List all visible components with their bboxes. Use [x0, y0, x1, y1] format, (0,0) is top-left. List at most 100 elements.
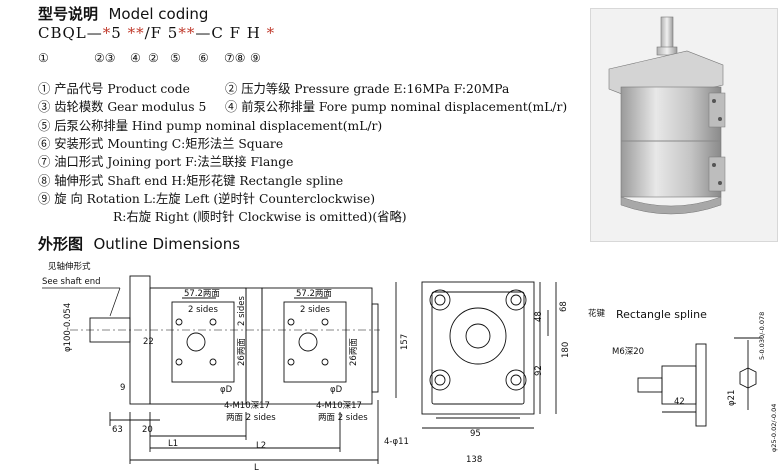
dim-shaft-diameter: φ100-0.054 [63, 303, 73, 352]
desc-text: 齿轮模数 Gear modulus 5 [54, 100, 207, 114]
mount-hole-3 [429, 369, 451, 391]
code-index: ②③ [94, 51, 116, 65]
desc-num: ⑥ [38, 137, 51, 151]
code-segment: * [102, 24, 112, 42]
code-index: ④ [130, 51, 141, 65]
dim-48: 48 [534, 311, 544, 322]
mount-hole-4 [505, 369, 527, 391]
front-port-hole [186, 332, 206, 352]
model-coding-title-en: Model coding [108, 5, 209, 23]
desc-num: ⑨ [38, 192, 51, 206]
code-index: ① [38, 51, 49, 65]
desc-row-1: ① 产品代号 Product code [38, 79, 190, 97]
dim-63: 63 [112, 425, 123, 435]
middle-plate [245, 287, 263, 405]
desc-text: 安装形式 Mounting C:矩形法兰 Square [54, 137, 284, 151]
desc-row-8: R:右旋 Right (顺时针 Clockwise is omitted)(省略… [113, 210, 407, 224]
desc-text: 旋 向 Rotation L:左旋 Left (逆时针 Counterclock… [54, 192, 376, 206]
outline-title: 外形图 Outline Dimensions [38, 233, 240, 254]
dim-port1-width: 57.2两面 [184, 289, 220, 299]
dim-68: 68 [559, 301, 569, 312]
model-coding-title: 型号说明 Model coding [38, 3, 208, 24]
dim-42: 42 [674, 397, 685, 407]
outline-drawing: 见轴伸形式 See shaft end φ100-0.054 22 9 63 2… [0, 240, 784, 473]
model-coding-title-cn: 型号说明 [38, 5, 99, 23]
code-index: ⑦⑧ [224, 51, 246, 65]
dim-sides-vertical: 2 sides [237, 295, 247, 326]
dim-5: 5-0.030/-0.078 [758, 312, 766, 360]
outline-title-en: Outline Dimensions [93, 235, 241, 253]
spline-flange [695, 343, 707, 427]
pump-photo [590, 8, 778, 242]
front-view-boss [449, 307, 507, 365]
desc-row-3: ⑤ 后泵公称排量 Hind pump nominal displacement(… [38, 116, 382, 134]
code-segment: * [186, 24, 196, 42]
dim-m6-thread: M6深20 [612, 347, 644, 357]
code-segment: /F 5 [144, 24, 179, 42]
dim-138: 138 [466, 455, 482, 465]
desc-row-4: ⑥ 安装形式 Mounting C:矩形法兰 Square [38, 134, 283, 152]
desc-row-7: ⑨ 旋 向 Rotation L:左旋 Left (逆时针 Counterclo… [38, 189, 375, 207]
code-index: ② [148, 51, 159, 65]
dim-21: φ21 [727, 390, 737, 406]
model-code-string: CBQL—*5 **/F 5**—C F H * [38, 24, 275, 42]
dim-25: φ25-0.02/-0.04 [770, 404, 778, 452]
desc-num: ① [38, 82, 51, 96]
code-segment: * [136, 24, 145, 42]
dim-95: 95 [470, 429, 481, 439]
desc-text: 后泵公称排量 Hind pump nominal displacement(mL… [54, 119, 383, 133]
dim-157: 157 [400, 334, 410, 350]
port2-bolt-spec-en: 两面 2 sides [318, 413, 368, 423]
code-segment: CBQL— [38, 24, 103, 42]
dim-26-front: 26两面 [237, 338, 247, 366]
dim-port2-sides: 2 sides [300, 305, 331, 315]
desc-num: ⑤ [38, 119, 51, 133]
code-index: ⑤ [170, 51, 181, 65]
port2-bolt-spec: 4-M10深17 [316, 401, 362, 411]
desc-num: ③ [38, 100, 51, 114]
code-segment: * [178, 24, 187, 42]
mount-holes-spec: 4-φ11 [384, 437, 409, 447]
dim-port2-diameter: φD [330, 385, 343, 395]
desc-row-1-extra: ② 压力等级 Pressure grade E:16MPa F:20MPa [225, 82, 510, 96]
desc-text: 油口形式 Joining port F:法兰联接 Flange [54, 155, 294, 169]
code-segment: * [127, 24, 137, 42]
outline-title-cn: 外形图 [38, 235, 84, 253]
port1-bolt-spec-en: 两面 2 sides [226, 413, 276, 423]
desc-row-2: ③ 齿轮模数 Gear modulus 5 [38, 97, 206, 115]
dim-26-rear: 26两面 [349, 338, 359, 366]
outline-drawing-svg: 见轴伸形式 See shaft end φ100-0.054 22 9 63 2… [42, 261, 778, 473]
rear-port-flange [283, 301, 347, 383]
desc-text: 产品代号 Product code [54, 82, 190, 96]
see-shaft-cn: 见轴伸形式 [48, 261, 91, 272]
dim-L: L [254, 463, 259, 472]
front-port-flange [171, 301, 235, 383]
desc-row-6: ⑧ 轴伸形式 Shaft end H:矩形花键 Rectangle spline [38, 171, 343, 189]
dim-L2: L2 [256, 441, 266, 451]
mount-hole-2 [505, 289, 527, 311]
front-view-body [421, 281, 535, 415]
code-index: ⑨ [250, 51, 261, 65]
spline-thread [637, 377, 663, 393]
mount-hole-1 [429, 289, 451, 311]
desc-num: ⑧ [38, 174, 51, 188]
desc-num: ⑦ [38, 155, 51, 169]
dim-port2-width: 57.2两面 [296, 289, 332, 299]
desc-row-5: ⑦ 油口形式 Joining port F:法兰联接 Flange [38, 152, 293, 170]
code-index: ⑥ [198, 51, 209, 65]
desc-text: 轴伸形式 Shaft end H:矩形花键 Rectangle spline [54, 174, 344, 188]
desc-row-2-extra: ④ 前泵公称排量 Fore pump nominal displacement(… [225, 100, 568, 114]
port1-bolt-spec: 4-M10深17 [224, 401, 270, 411]
dim-9: 9 [120, 383, 125, 393]
code-segment: * [266, 24, 276, 42]
dim-port1-diameter: φD [220, 385, 233, 395]
dim-22: 22 [143, 337, 154, 347]
dim-20: 20 [142, 425, 153, 435]
code-segment: 5 [111, 24, 128, 42]
dim-180: 180 [561, 342, 571, 358]
see-shaft-en: See shaft end [42, 277, 100, 287]
dim-92: 92 [534, 365, 544, 376]
spline-title-cn: 花键 [588, 308, 606, 319]
rear-port-hole [298, 332, 318, 352]
rear-cover [371, 303, 379, 393]
